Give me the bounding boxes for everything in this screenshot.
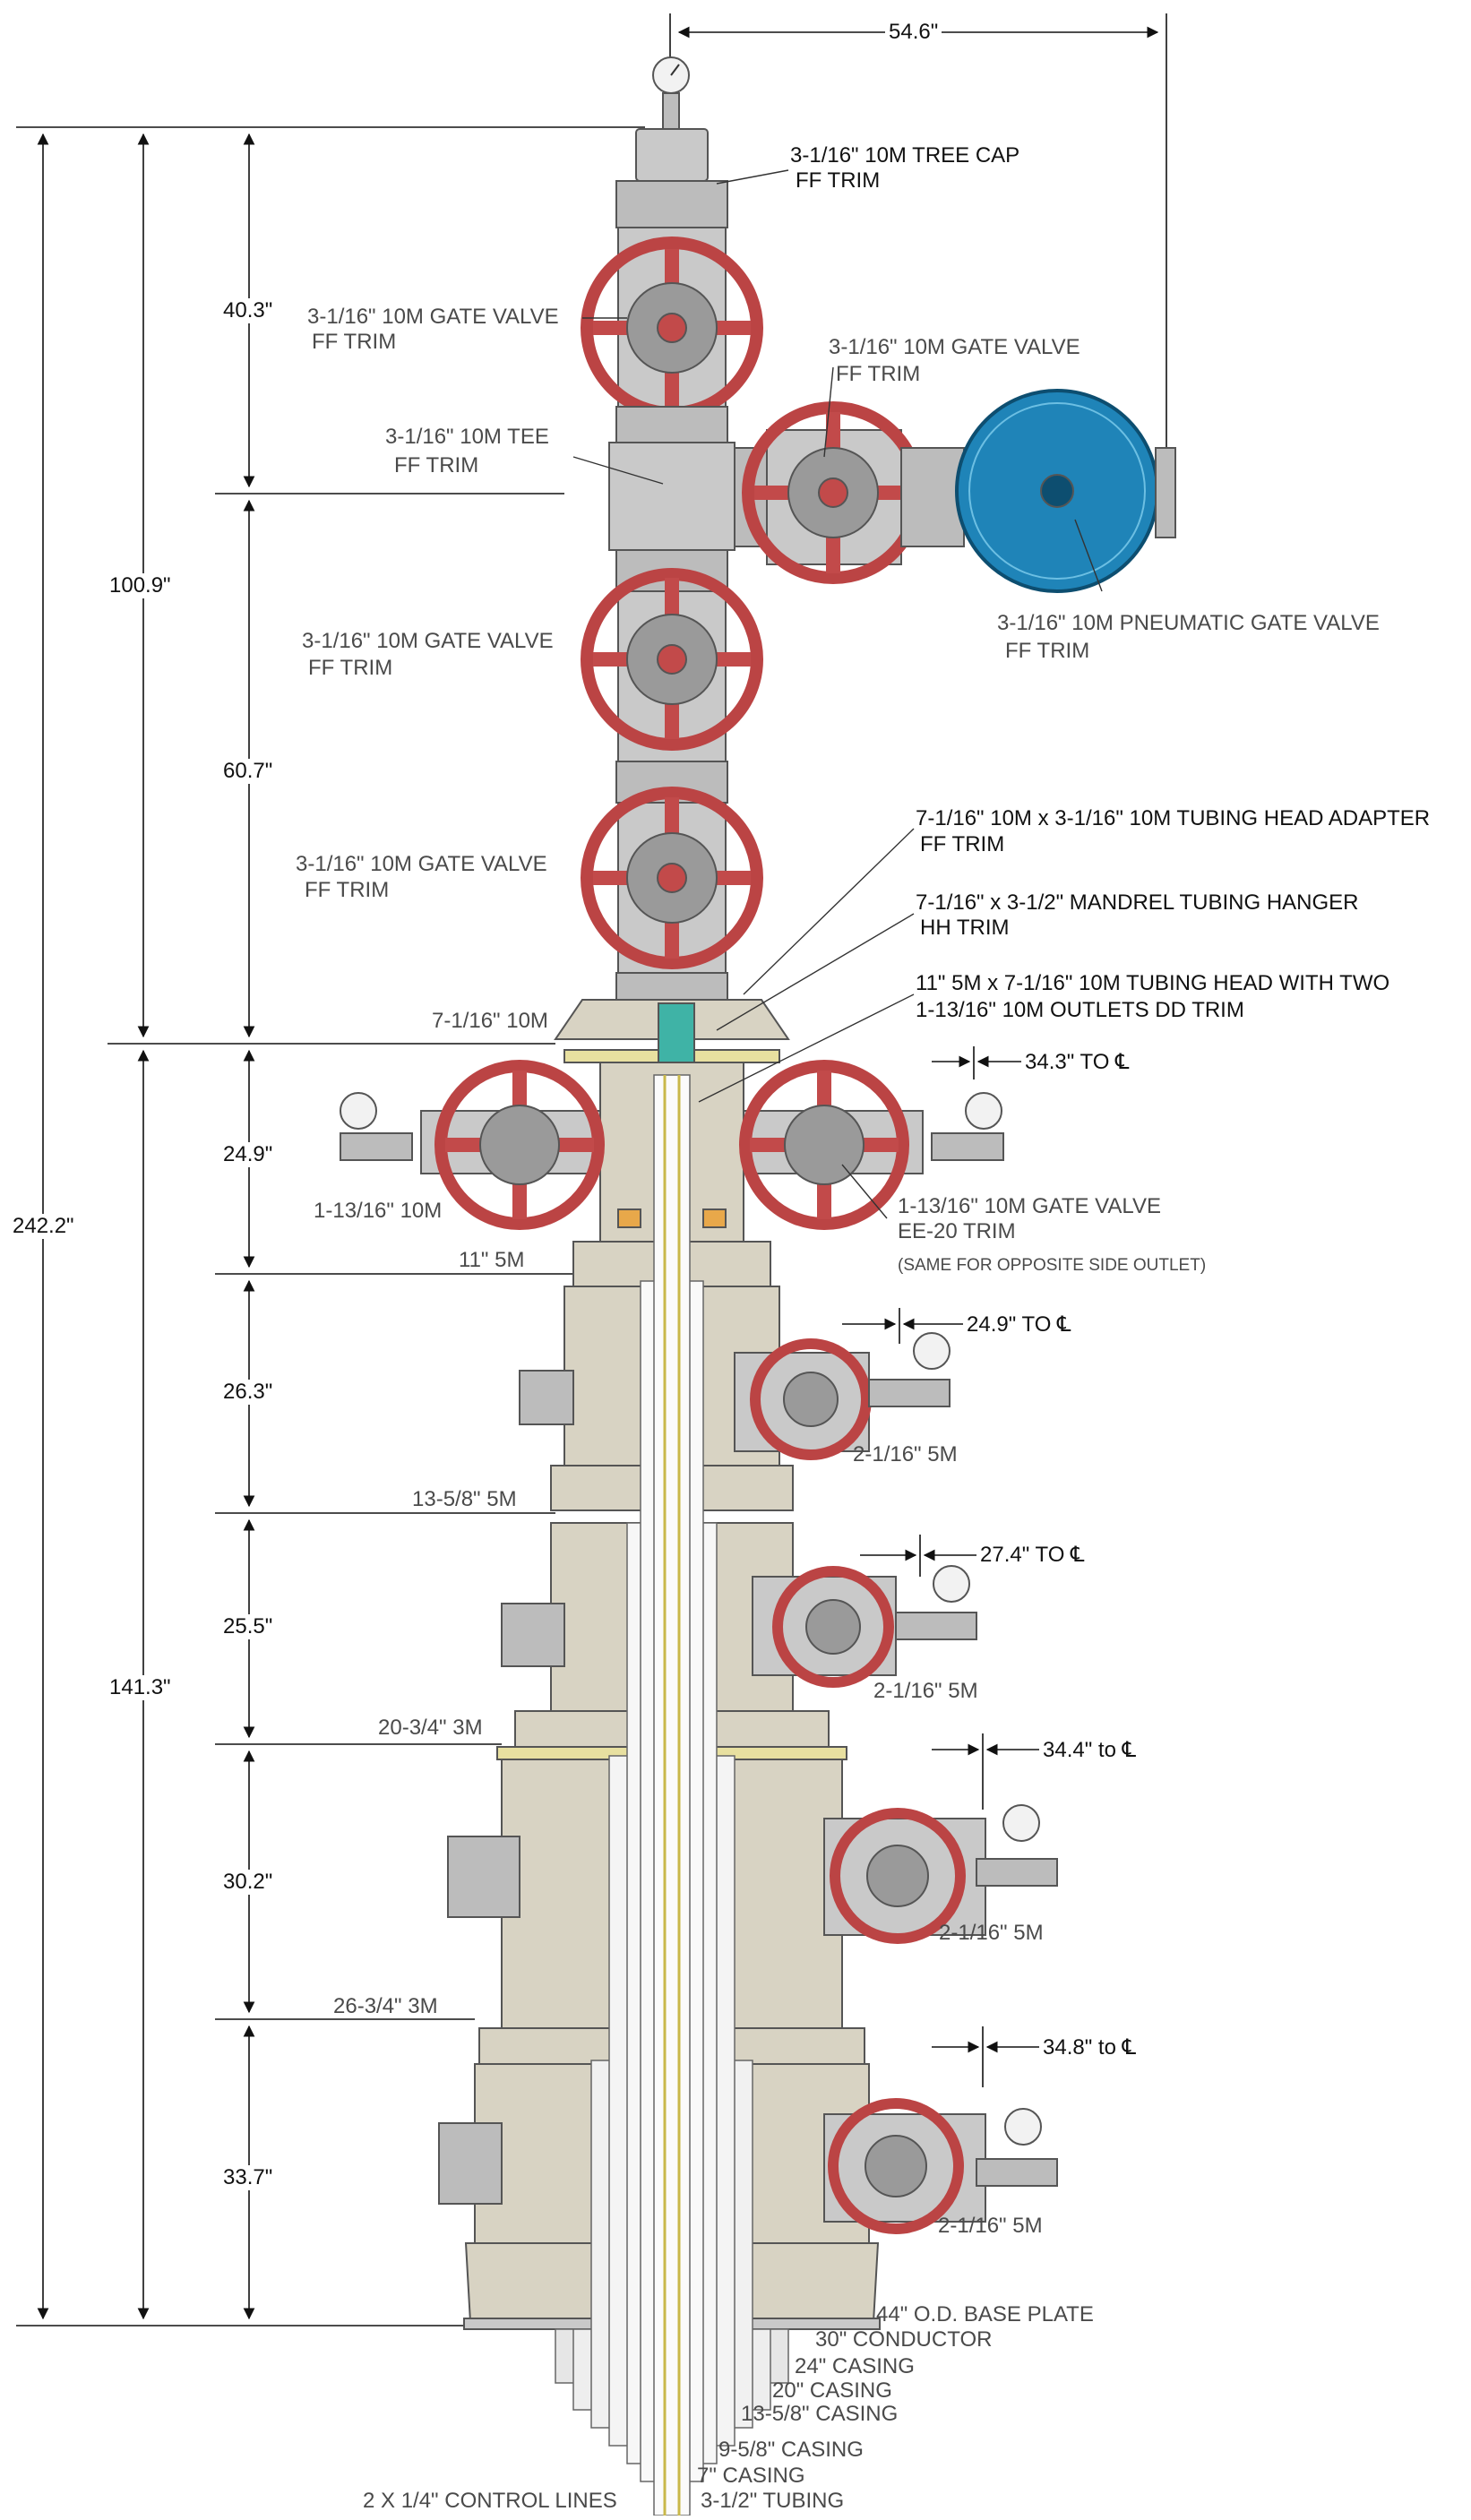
label-casing-13: 13-5/8" CASING <box>741 2402 899 2426</box>
label-flange-7: 7-1/16" 10M <box>432 1009 548 1033</box>
label-side-valve-3: 2-1/16" 5M <box>939 1921 1044 1945</box>
dim-to-cl-3: 27.4" TO ℄ <box>976 1543 1088 1568</box>
label-outlet-note: (SAME FOR OPPOSITE SIDE OUTLET) <box>898 1256 1207 1275</box>
label-tee-1: 3-1/16" 10M TEE <box>385 425 549 449</box>
label-hanger-1: 7-1/16" x 3-1/2" MANDREL TUBING HANGER <box>916 890 1359 915</box>
dim-60-7: 60.7" <box>219 759 277 784</box>
label-wing-valve-2: FF TRIM <box>836 362 921 386</box>
dim-wellhead-height: 141.3" <box>106 1675 175 1700</box>
dim-30-2: 30.2" <box>219 1870 277 1895</box>
label-flange-13: 13-5/8" 5M <box>412 1487 517 1511</box>
label-outlet-left: 1-13/16" 10M <box>314 1199 443 1223</box>
label-tubing-head-1: 11" 5M x 7-1/16" 10M TUBING HEAD WITH TW… <box>916 971 1390 995</box>
dim-40-3: 40.3" <box>219 298 277 323</box>
dim-top-width: 54.6" <box>885 20 942 45</box>
label-casing-24: 24" CASING <box>795 2354 915 2378</box>
label-adapter-1: 7-1/16" 10M x 3-1/16" 10M TUBING HEAD AD… <box>916 806 1431 830</box>
label-flange-11: 11" 5M <box>459 1248 525 1272</box>
label-gate-valve-top-1: 3-1/16" 10M GATE VALVE <box>307 305 559 329</box>
label-base-plate: 44" O.D. BASE PLATE <box>876 2302 1094 2326</box>
label-hanger-2: HH TRIM <box>920 916 1010 940</box>
label-flange-20: 20-3/4" 3M <box>378 1716 483 1740</box>
label-casing-20: 20" CASING <box>772 2378 892 2403</box>
label-casing-7: 7" CASING <box>697 2464 805 2488</box>
label-tubing-head-2: 1-13/16" 10M OUTLETS DD TRIM <box>916 998 1244 1022</box>
label-pneumatic-1: 3-1/16" 10M PNEUMATIC GATE VALVE <box>997 611 1380 635</box>
label-pneumatic-2: FF TRIM <box>1005 639 1090 663</box>
dim-24-9: 24.9" <box>219 1142 277 1167</box>
label-tee-2: FF TRIM <box>394 453 479 477</box>
leader-lines <box>572 169 1103 1219</box>
label-gate-valve-mid-1: 3-1/16" 10M GATE VALVE <box>302 629 554 653</box>
label-gate-valve-top-2: FF TRIM <box>312 330 397 354</box>
dim-33-7: 33.7" <box>219 2165 277 2190</box>
label-gate-valve-low-2: FF TRIM <box>305 878 390 902</box>
dim-to-cl-5: 34.8" to ℄ <box>1039 2035 1140 2060</box>
dim-tree-height: 100.9" <box>106 573 175 598</box>
label-gate-valve-mid-2: FF TRIM <box>308 656 393 680</box>
label-tree-cap-2: FF TRIM <box>796 168 881 193</box>
label-tubing: 3-1/2" TUBING <box>701 2489 845 2513</box>
christmas-tree <box>581 56 1176 1001</box>
label-conductor: 30" CONDUCTOR <box>815 2327 993 2352</box>
label-casing-9: 9-5/8" CASING <box>718 2438 864 2462</box>
label-side-valve-4: 2-1/16" 5M <box>938 2214 1043 2238</box>
label-wing-valve-1: 3-1/16" 10M GATE VALVE <box>829 335 1080 359</box>
label-control-lines: 2 X 1/4" CONTROL LINES <box>363 2489 617 2513</box>
label-side-valve-2: 2-1/16" 5M <box>873 1679 978 1703</box>
dim-26-3: 26.3" <box>219 1380 277 1405</box>
dim-25-5: 25.5" <box>219 1614 277 1639</box>
label-outlet-right-1: 1-13/16" 10M GATE VALVE <box>898 1194 1161 1218</box>
dim-to-cl-2: 24.9" TO ℄ <box>963 1312 1075 1337</box>
label-tree-cap-1: 3-1/16" 10M TREE CAP <box>790 143 1020 168</box>
dim-to-cl-1: 34.3" TO ℄ <box>1021 1050 1133 1075</box>
casing-strings <box>555 1074 789 2516</box>
label-flange-26: 26-3/4" 3M <box>333 1994 438 2018</box>
label-gate-valve-low-1: 3-1/16" 10M GATE VALVE <box>296 852 547 876</box>
dim-to-cl-4: 34.4" to ℄ <box>1039 1738 1140 1763</box>
label-adapter-2: FF TRIM <box>920 832 1005 856</box>
label-outlet-right-2: EE-20 TRIM <box>898 1219 1016 1243</box>
dim-total-height: 242.2" <box>9 1214 78 1239</box>
label-side-valve-1: 2-1/16" 5M <box>853 1442 958 1466</box>
